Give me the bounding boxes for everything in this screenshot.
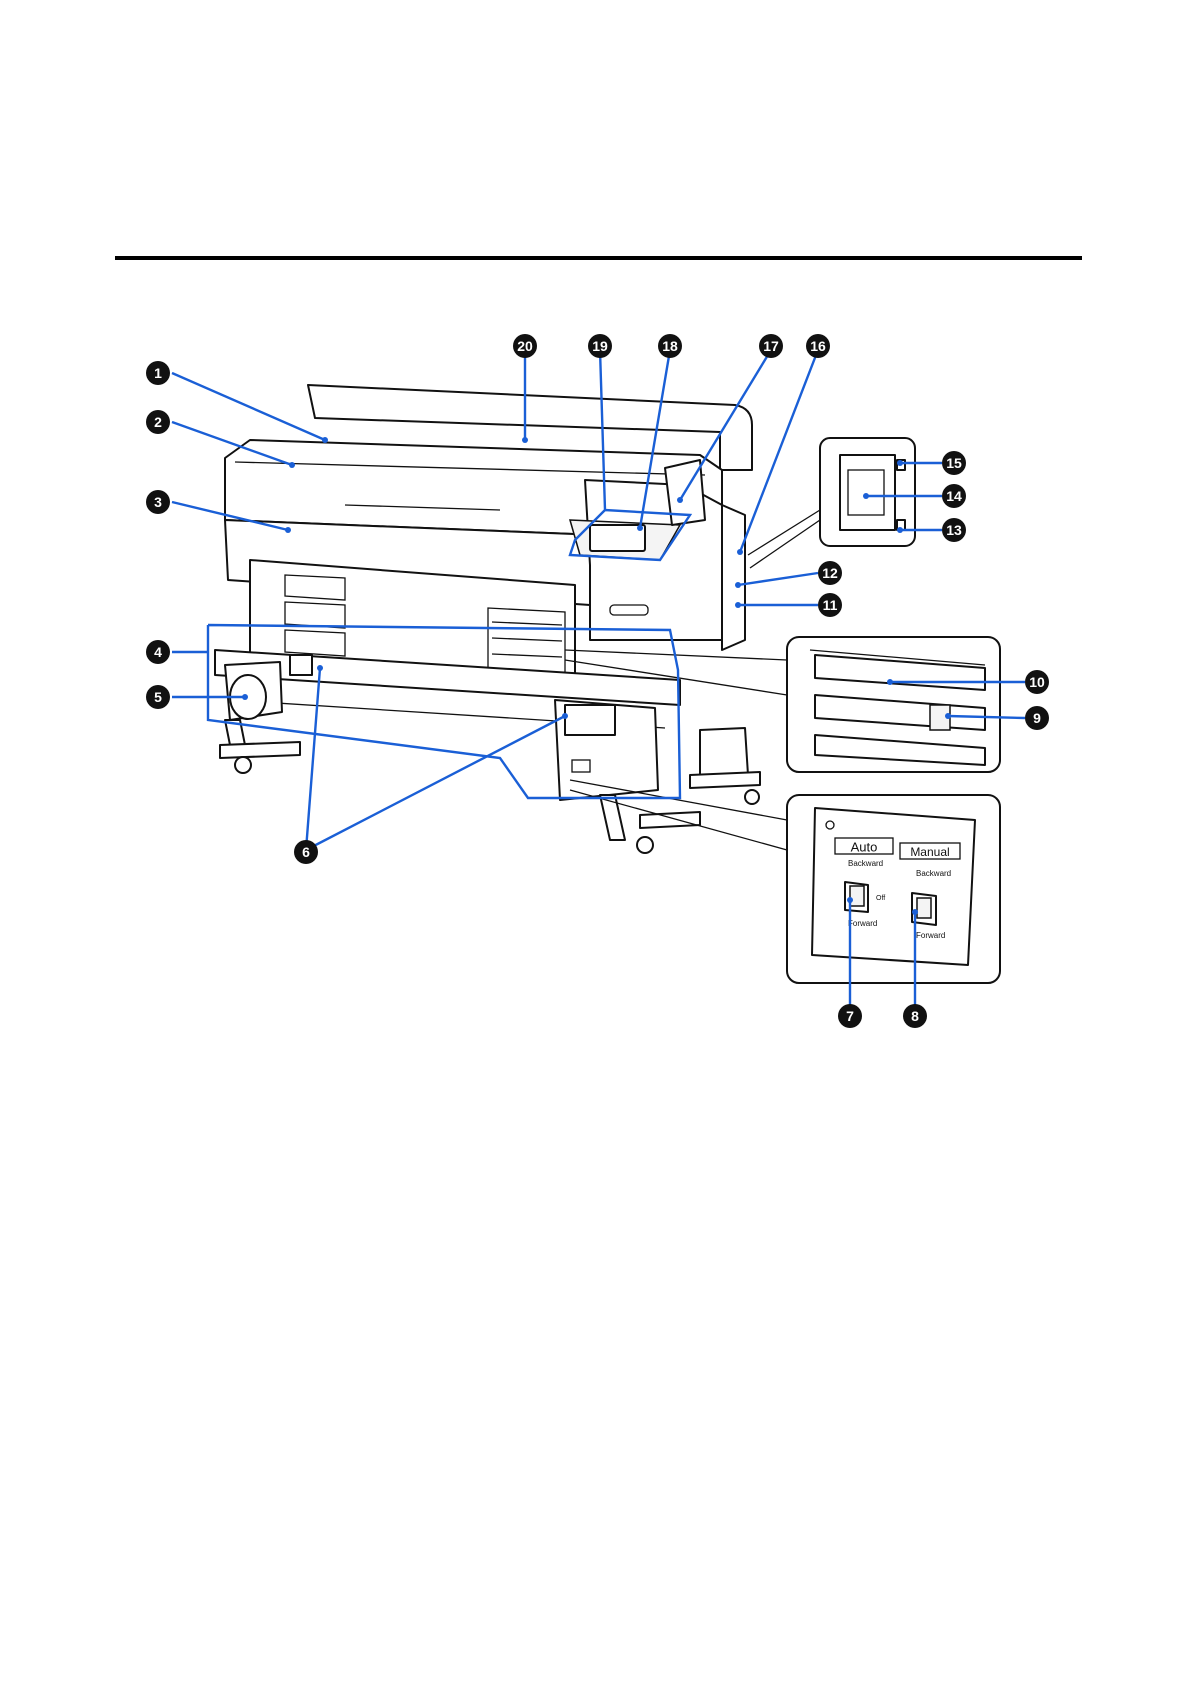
- svg-text:19: 19: [592, 338, 608, 354]
- svg-text:13: 13: [946, 522, 962, 538]
- svg-text:10: 10: [1029, 674, 1045, 690]
- manual-backward-label: Backward: [916, 869, 951, 878]
- callout-6: 6: [294, 840, 318, 864]
- svg-text:6: 6: [302, 844, 310, 860]
- callout-11: 11: [818, 593, 842, 617]
- callout-3: 3: [146, 490, 170, 514]
- svg-text:3: 3: [154, 494, 162, 510]
- svg-text:20: 20: [517, 338, 533, 354]
- callout-18: 18: [658, 334, 682, 358]
- svg-text:4: 4: [154, 644, 162, 660]
- svg-text:8: 8: [911, 1008, 919, 1024]
- svg-text:15: 15: [946, 455, 962, 471]
- manual-label: Manual: [910, 845, 949, 859]
- callout-14: 14: [942, 484, 966, 508]
- callout-1: 1: [146, 361, 170, 385]
- svg-text:18: 18: [662, 338, 678, 354]
- manual-forward-label: Forward: [916, 931, 945, 940]
- lan-port-inset: [748, 438, 915, 568]
- svg-text:17: 17: [763, 338, 779, 354]
- svg-text:5: 5: [154, 689, 162, 705]
- callout-15: 15: [942, 451, 966, 475]
- svg-text:12: 12: [822, 565, 838, 581]
- switch-panel-inset: Auto Manual Backward Backward Off Forwar…: [570, 780, 1000, 983]
- callout-9: 9: [1025, 706, 1049, 730]
- callout-2: 2: [146, 410, 170, 434]
- svg-text:9: 9: [1033, 710, 1041, 726]
- callout-4: 4: [146, 640, 170, 664]
- svg-text:7: 7: [846, 1008, 854, 1024]
- callout-16: 16: [806, 334, 830, 358]
- off-label: Off: [876, 895, 885, 902]
- svg-text:2: 2: [154, 414, 162, 430]
- printer-illustration: [215, 385, 760, 853]
- svg-text:11: 11: [823, 597, 838, 613]
- callout-12: 12: [818, 561, 842, 585]
- callout-13: 13: [942, 518, 966, 542]
- svg-text:1: 1: [154, 365, 162, 381]
- auto-backward-label: Backward: [848, 859, 883, 868]
- callout-7: 7: [838, 1004, 862, 1028]
- callout-5: 5: [146, 685, 170, 709]
- callout-17: 17: [759, 334, 783, 358]
- auto-label: Auto: [851, 840, 878, 855]
- callout-19: 19: [588, 334, 612, 358]
- svg-text:14: 14: [946, 488, 962, 504]
- auto-forward-label: Forward: [848, 919, 877, 928]
- svg-text:16: 16: [810, 338, 826, 354]
- callout-10: 10: [1025, 670, 1049, 694]
- callout-8: 8: [903, 1004, 927, 1028]
- callout-20: 20: [513, 334, 537, 358]
